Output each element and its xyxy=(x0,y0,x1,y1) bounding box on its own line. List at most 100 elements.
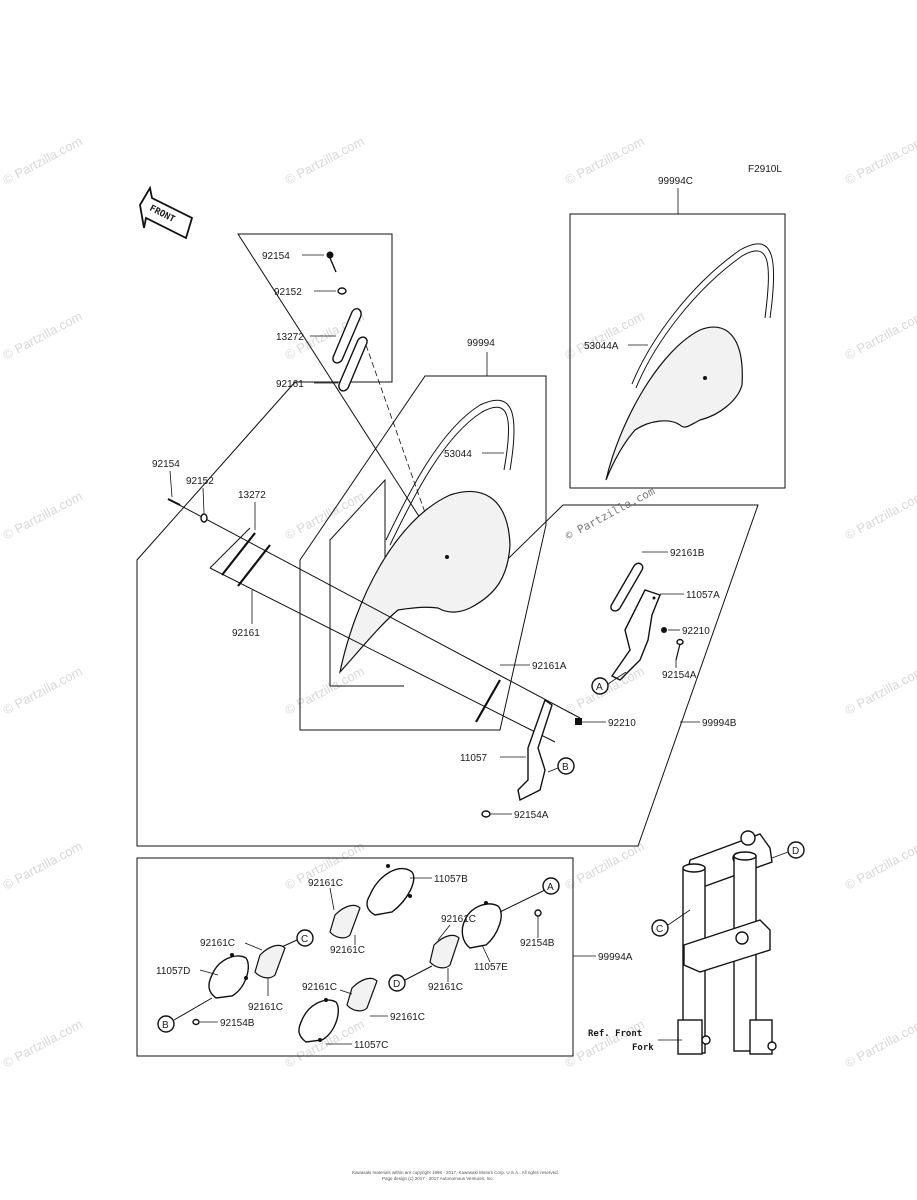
label-92161-top: 92161 xyxy=(276,379,304,390)
grommet-92161-left xyxy=(237,544,271,587)
cover-11057C xyxy=(298,998,340,1043)
callout-A-upper: A xyxy=(591,677,609,695)
watermark: © Partzilla.com xyxy=(282,488,366,542)
leader-line xyxy=(437,924,451,941)
washer-92152-left xyxy=(200,513,208,523)
washer-92152 xyxy=(337,287,347,295)
label-99994C: 99994C xyxy=(658,176,693,187)
label-99994A: 99994A xyxy=(598,952,633,963)
watermark: © Partzilla.com xyxy=(0,1016,84,1070)
leader-line xyxy=(771,851,789,859)
callout-C-label-fork: C xyxy=(656,924,663,935)
grommet-92161C-mid xyxy=(429,934,460,969)
leader-line xyxy=(607,671,627,685)
leader-line xyxy=(329,887,335,911)
leader-line xyxy=(244,942,263,951)
label-92161C-2: 92161C xyxy=(330,945,365,956)
assembly-outline-99994A xyxy=(136,857,574,1057)
watermark: © Partzilla.com xyxy=(842,1016,917,1070)
grommet-92161C-top xyxy=(329,904,361,939)
grommet-92161C-bottom xyxy=(346,977,378,1012)
leader-line xyxy=(339,989,353,995)
label-11057D: 11057D xyxy=(156,966,190,977)
bracket-11057A xyxy=(610,589,661,681)
label-92154A-right: 92154A xyxy=(662,670,697,681)
callout-A-lower: A xyxy=(542,877,560,895)
watermark: © Partzilla.com xyxy=(842,133,917,187)
label-92154A-lower: 92154A xyxy=(514,810,549,821)
label-92154B-left: 92154B xyxy=(220,1018,255,1029)
watermark: © Partzilla.com xyxy=(0,663,84,717)
assembly-outline-99994C xyxy=(569,213,786,489)
leader-line xyxy=(169,470,173,498)
cover-11057D xyxy=(208,953,250,999)
watermark: © Partzilla.com xyxy=(842,663,917,717)
label-92161C-7: 92161C xyxy=(302,982,337,993)
bracket-11057 xyxy=(517,698,553,802)
footer-page-design: Page design (c) 2017 - 2017 Autonomous V… xyxy=(382,1176,494,1181)
watermark: © Partzilla.com xyxy=(0,838,84,892)
label-92161-left: 92161 xyxy=(232,628,260,639)
grommet-92161C-left xyxy=(254,944,286,979)
windshield-53044A xyxy=(605,243,775,481)
nut-92210-lower xyxy=(575,718,582,725)
callout-C-lower: C xyxy=(296,929,314,947)
label-99994B: 99994B xyxy=(702,718,737,729)
watermark: © Partzilla.com xyxy=(842,308,917,362)
assembly-guide-line xyxy=(173,997,213,1021)
label-11057E: 11057E xyxy=(474,962,508,973)
label-92161C-6: 92161C xyxy=(248,1002,283,1013)
windshield-53044 xyxy=(338,399,515,675)
callout-B-lower: B xyxy=(157,1015,175,1033)
callout-D-label-lower: D xyxy=(393,979,400,990)
assembly-guide-line xyxy=(499,889,546,913)
leader-line xyxy=(481,944,491,963)
leader-line xyxy=(667,909,691,926)
bolt-92154B-left xyxy=(192,1018,200,1026)
label-13272-top: 13272 xyxy=(276,332,304,343)
label-13272-left: 13272 xyxy=(238,490,266,501)
bolt-92154A xyxy=(675,638,684,661)
grommet-92161A xyxy=(475,679,501,723)
assembly-guide-line xyxy=(404,965,433,981)
label-92210-right: 92210 xyxy=(682,626,710,637)
watermark: © Partzilla.com xyxy=(562,133,646,187)
label-92152-top: 92152 xyxy=(274,287,302,298)
label-92154-top: 92154 xyxy=(262,251,290,262)
assembly-guide-line xyxy=(169,499,581,719)
label-11057C: 11057C xyxy=(354,1040,388,1051)
callout-B-label: B xyxy=(562,762,569,773)
bolt-92154B-right xyxy=(534,909,542,917)
label-92161C-4: 92161C xyxy=(428,982,463,993)
nut-92210 xyxy=(661,627,667,633)
callout-C-label-lower: C xyxy=(301,934,308,945)
watermark: © Partzilla.com xyxy=(0,488,84,542)
label-92161C-3: 92161C xyxy=(441,914,476,925)
watermark: © Partzilla.com xyxy=(842,488,917,542)
label-11057: 11057 xyxy=(460,753,488,764)
label-92154-left: 92154 xyxy=(152,459,180,470)
watermark: © Partzilla.com xyxy=(282,663,366,717)
ref-fork-label: Fork xyxy=(632,1043,654,1053)
watermark: © Partzilla.com xyxy=(562,308,646,362)
label-92161A: 92161A xyxy=(532,661,567,672)
watermark: © Partzilla.com xyxy=(0,133,84,187)
callout-A-label-lower: A xyxy=(547,882,554,893)
plate-13272-left xyxy=(221,532,256,576)
leader-line xyxy=(199,969,219,976)
bolt-92154-left xyxy=(167,498,181,506)
bolt-92154 xyxy=(326,251,337,273)
plate-13272 xyxy=(332,308,362,364)
watermark: © Partzilla.com xyxy=(842,838,917,892)
callout-B-label-lower: B xyxy=(162,1020,169,1031)
leader-line xyxy=(202,487,205,514)
figure-code: F2910L xyxy=(748,164,782,175)
watermark-inline: © Partzilla.com xyxy=(563,484,657,542)
label-53044: 53044 xyxy=(444,449,472,460)
label-92161B: 92161B xyxy=(670,548,705,559)
label-11057B: 11057B xyxy=(434,874,468,885)
label-92161C-5: 92161C xyxy=(200,938,235,949)
assembly-outline-99994B xyxy=(136,233,759,847)
label-92154B-right: 92154B xyxy=(520,938,555,949)
